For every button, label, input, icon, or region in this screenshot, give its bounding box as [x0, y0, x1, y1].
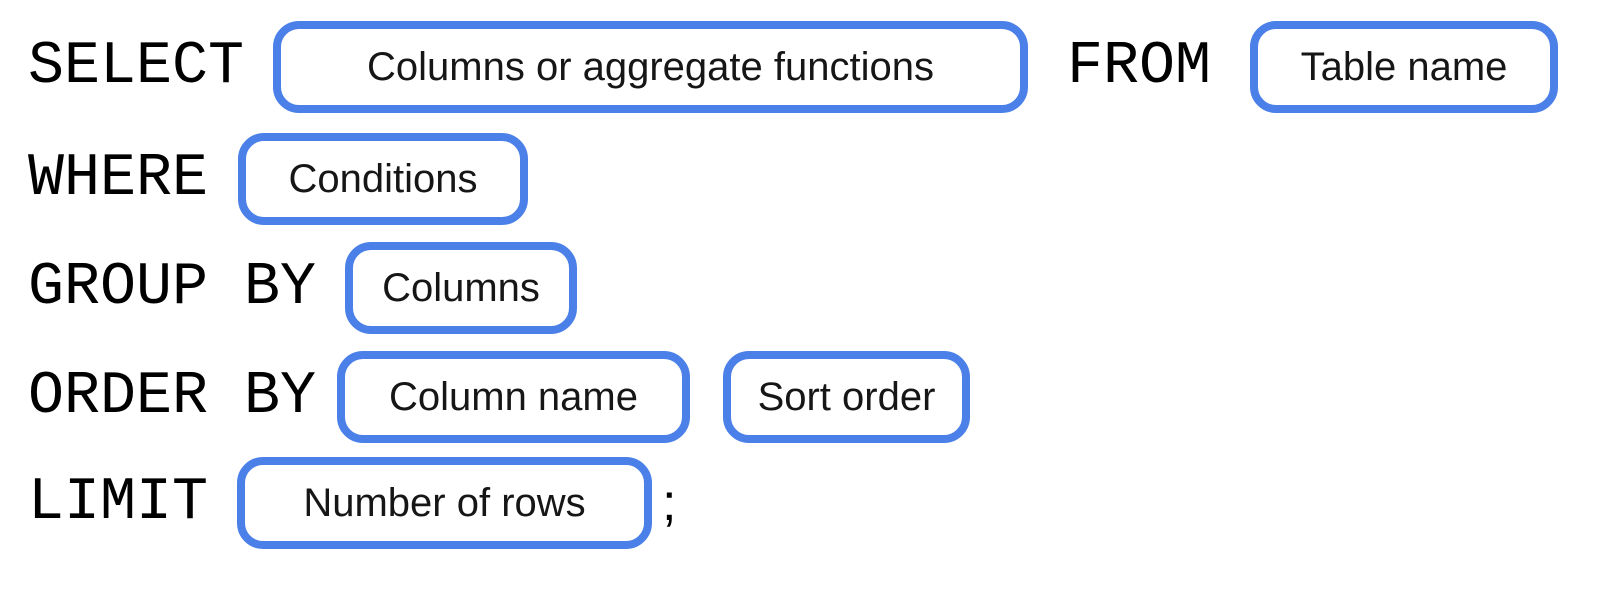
keyword-group-by: GROUP BY [28, 254, 317, 322]
row-order-by: ORDER BY Column name Sort order [0, 351, 1600, 443]
keyword-order-by: ORDER BY [28, 363, 317, 431]
pill-number-of-rows: Number of rows [237, 457, 652, 549]
pill-table-name: Table name [1250, 21, 1558, 113]
pill-sort-order: Sort order [723, 351, 970, 443]
pill-conditions-label: Conditions [288, 156, 478, 201]
keyword-limit: LIMIT [28, 469, 209, 537]
row-limit: LIMIT Number of rows ; [0, 457, 1600, 549]
pill-number-of-rows-label: Number of rows [303, 480, 586, 525]
pill-column-name-label: Column name [388, 374, 638, 419]
pill-conditions: Conditions [238, 133, 528, 225]
pill-sort-order-label: Sort order [757, 374, 936, 419]
keyword-where: WHERE [28, 145, 209, 213]
pill-columns-label: Columns [382, 265, 540, 310]
row-where: WHERE Conditions [0, 133, 1600, 225]
keyword-select: SELECT [28, 33, 245, 101]
pill-table-name-label: Table name [1300, 44, 1508, 89]
pill-column-name: Column name [337, 351, 690, 443]
statement-terminator-semicolon: ; [662, 474, 677, 532]
keyword-from: FROM [1067, 33, 1212, 101]
pill-columns-or-aggregate-functions-label: Columns or aggregate functions [367, 44, 934, 89]
pill-columns: Columns [345, 242, 577, 334]
pill-columns-or-aggregate-functions: Columns or aggregate functions [273, 21, 1028, 113]
row-select-from: SELECT Columns or aggregate functions FR… [0, 21, 1600, 113]
row-group-by: GROUP BY Columns [0, 242, 1600, 334]
